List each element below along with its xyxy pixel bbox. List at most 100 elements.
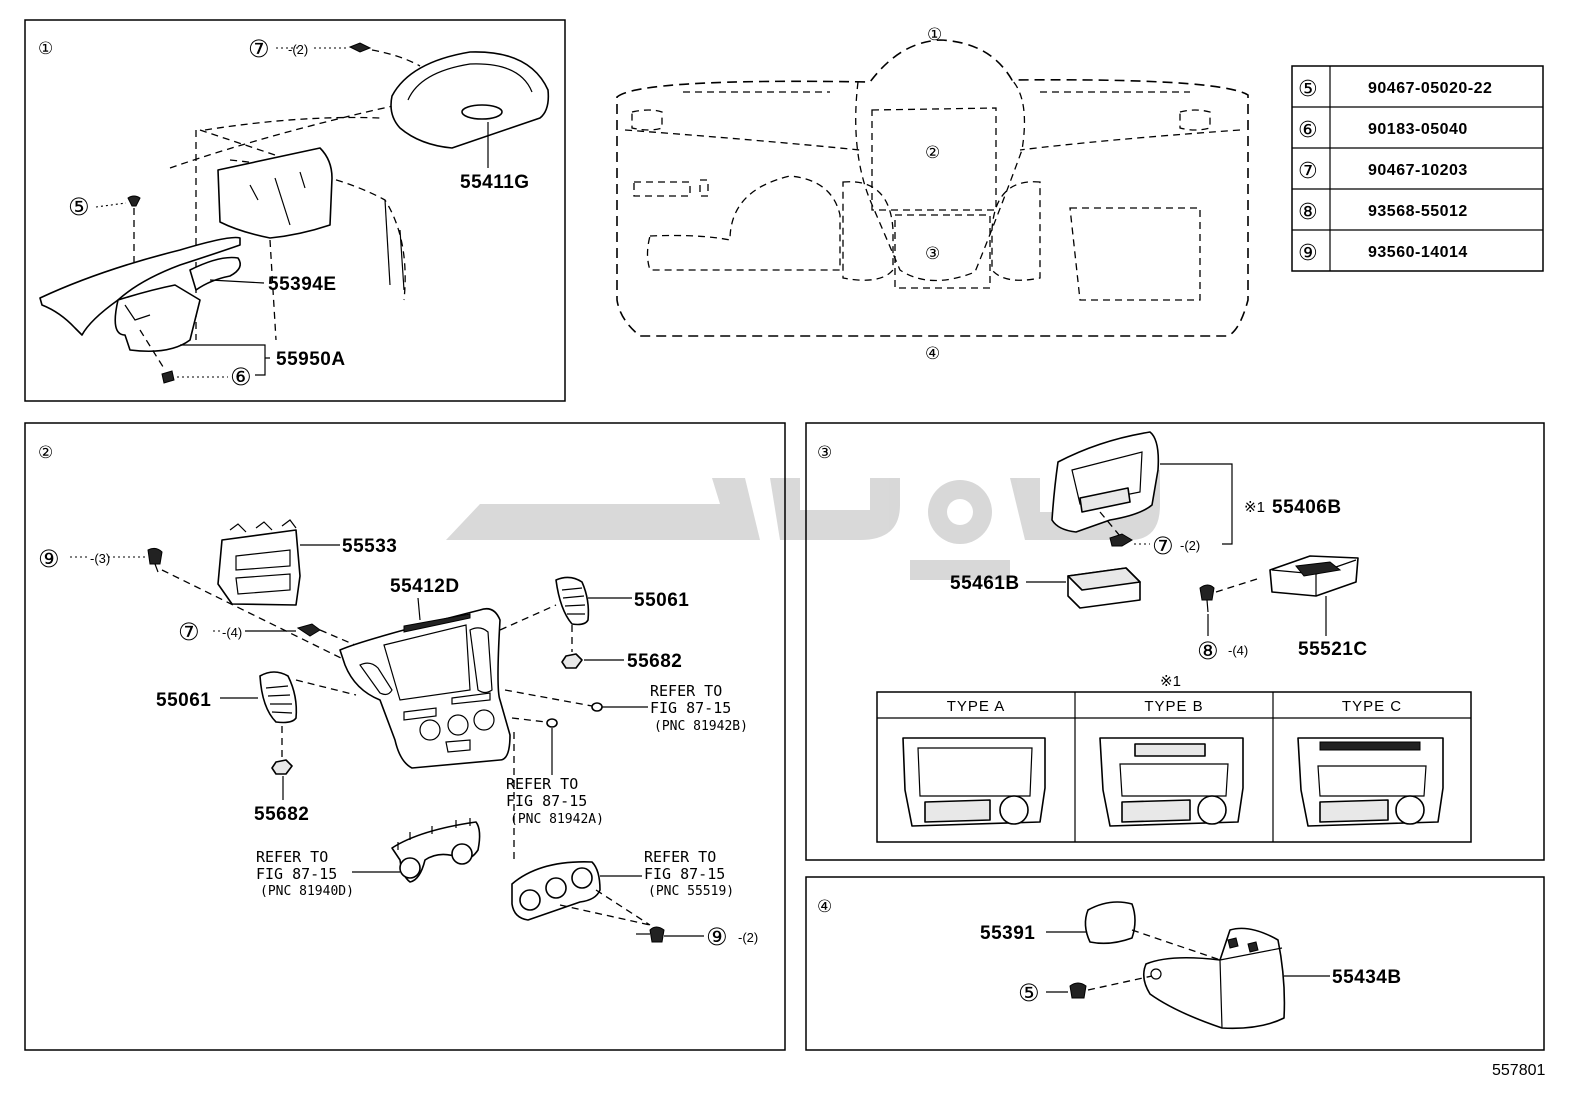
ref-81942B-line3: (PNC 81942B): [654, 719, 748, 734]
refer-81940D-bracket: [391, 818, 481, 883]
ref-81942A-line3: (PNC 81942A): [510, 812, 604, 827]
clip-7-icon: [296, 623, 321, 637]
box-55461B: [1067, 567, 1141, 609]
p3-note-mark: ※1: [1244, 499, 1265, 516]
pnc-55411G: 55411G: [460, 172, 530, 193]
ref-55519-line2: FIG 87-15: [644, 865, 725, 883]
p1-circle-5: ⑤: [68, 194, 90, 221]
ref-81942B-line1: REFER TO: [650, 682, 722, 700]
p4-circle-5: ⑤: [1018, 980, 1040, 1007]
p2-circle-9b: ⑨: [706, 924, 728, 951]
panel-1-frame: [24, 19, 566, 402]
table-circle-5: ⑨: [1298, 240, 1318, 265]
bracket-55950A: [39, 236, 241, 353]
type-c-thumbnail: [1297, 737, 1444, 827]
refer-55519-control: [511, 861, 601, 921]
overview-marker-2: ②: [925, 143, 940, 162]
p2-qty-7: -(4): [222, 625, 242, 640]
meter-hood-55411G: [390, 51, 550, 149]
p2-qty-9a: -(3): [90, 551, 110, 566]
panel-4-frame: [805, 876, 1545, 1051]
pnc-55682-right: 55682: [627, 651, 682, 672]
clip-7-icon: [1109, 533, 1133, 547]
p3-circle-8: ⑧: [1197, 638, 1219, 665]
refer-81942B-icon: [591, 702, 603, 712]
pnc-55950A: 55950A: [276, 349, 346, 370]
ref-81942B-line2: FIG 87-15: [650, 699, 731, 717]
pnc-55521C: 55521C: [1298, 639, 1368, 660]
ref-81942A-line2: FIG 87-15: [506, 792, 587, 810]
table-part-no-4: 93568-55012: [1368, 203, 1468, 220]
bezel-55533: [217, 519, 301, 606]
panel-55406B: [1051, 431, 1160, 533]
pnc-55394E: 55394E: [268, 274, 337, 295]
pnc-55461B: 55461B: [950, 573, 1020, 594]
watermark-logo: [446, 470, 1160, 580]
p3-circle-7: ⑦: [1152, 533, 1174, 560]
pnc-55533: 55533: [342, 536, 397, 557]
panel-2-frame: [24, 422, 786, 1051]
panel-3-drawing: [876, 431, 1472, 843]
table-part-no-3: 90467-10203: [1368, 162, 1468, 179]
panel-1-drawing: [39, 42, 550, 384]
overview-marker-1: ①: [927, 25, 942, 44]
ref-55519-line1: REFER TO: [644, 848, 716, 866]
table-circle-4: ⑧: [1298, 199, 1318, 224]
nut-55682-right: [561, 653, 583, 669]
table-part-no-2: 90183-05040: [1368, 121, 1468, 138]
ref-81940D-line1: REFER TO: [256, 848, 328, 866]
panel-55394E: [217, 147, 333, 239]
panel-3-marker: ③: [817, 443, 832, 462]
pnc-55061-left: 55061: [156, 690, 211, 711]
refer-81942A-icon: [546, 718, 558, 728]
type-b-thumbnail: [1099, 737, 1244, 827]
pnc-55434B: 55434B: [1332, 967, 1402, 988]
ref-81940D-line2: FIG 87-15: [256, 865, 337, 883]
type-b-label: TYPE B: [1144, 698, 1203, 715]
type-c-label: TYPE C: [1342, 698, 1402, 715]
pnc-55061-right: 55061: [634, 590, 689, 611]
ref-55519-line3: (PNC 55519): [648, 884, 734, 899]
table-circle-1: ⑤: [1298, 76, 1318, 101]
type-a-thumbnail: [902, 737, 1046, 827]
p2-qty-9b: -(2): [738, 930, 758, 945]
figure-number: 557801: [1492, 1062, 1545, 1079]
screw-8-icon: [1199, 584, 1215, 613]
clip-5-icon: [127, 195, 141, 207]
table-circle-2: ⑥: [1298, 117, 1318, 142]
pnc-55391: 55391: [980, 923, 1035, 944]
type-table: [876, 691, 1472, 843]
panel-1-marker: ①: [38, 39, 53, 58]
dashboard-overview: [616, 39, 1249, 337]
pnc-55406B: 55406B: [1272, 497, 1342, 518]
nut-55682-left: [271, 759, 293, 775]
ref-81942A-line1: REFER TO: [506, 775, 578, 793]
p2-circle-7: ⑦: [178, 619, 200, 646]
panel-2-marker: ②: [38, 443, 53, 462]
cover-55434B: [1142, 927, 1286, 1030]
p2-circle-9a: ⑨: [38, 546, 60, 573]
cover-55391: [1084, 901, 1136, 945]
panel-3-frame: [805, 422, 1545, 861]
p1-circle-7: ⑦: [248, 36, 270, 63]
screw-5-icon: [1069, 982, 1087, 999]
p3-qty-7: -(2): [1180, 538, 1200, 553]
p3-types-mark: ※1: [1160, 673, 1181, 690]
table-part-no-5: 93560-14014: [1368, 244, 1468, 261]
table-circle-3: ⑦: [1298, 158, 1318, 183]
register-55061-left: [259, 671, 298, 724]
panel-2-drawing: [70, 519, 704, 943]
pnc-55682-left: 55682: [254, 804, 309, 825]
nut-6-icon: [161, 370, 175, 384]
type-a-label: TYPE A: [947, 698, 1006, 715]
pnc-55412D: 55412D: [390, 576, 460, 597]
p1-circle-6: ⑥: [230, 364, 252, 391]
overview-marker-4: ④: [925, 344, 940, 363]
clip-7-icon: [348, 42, 372, 53]
panel-4-marker: ④: [817, 897, 832, 916]
panel-4-drawing: [1046, 901, 1330, 1030]
overview-marker-3: ③: [925, 244, 940, 263]
register-55061-right: [555, 576, 590, 626]
panel-55412D: [339, 607, 511, 769]
